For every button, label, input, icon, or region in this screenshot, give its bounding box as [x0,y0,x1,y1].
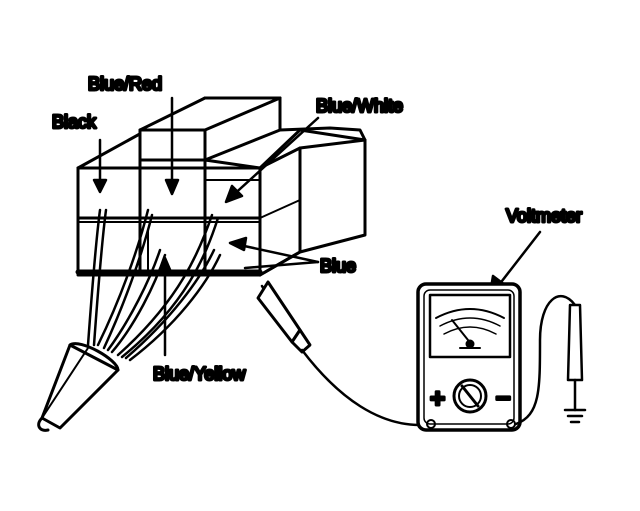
label-blue: Blue [320,256,356,276]
ground-lead [514,294,587,426]
label-voltmeter: Voltmeter [506,206,582,226]
connector-block [75,96,367,277]
label-blue-white: Blue/White [316,96,403,116]
label-minus-terminal: – [496,381,510,411]
label-blue-red: Blue/Red [88,74,162,94]
label-arrows [92,96,542,357]
label-plus-terminal: + [430,383,445,413]
voltmeter [416,282,522,432]
cable-sheath [37,342,120,432]
label-black: Black [52,112,97,132]
label-blue-yellow: Blue/Yellow [153,364,246,384]
test-probe [256,280,422,427]
